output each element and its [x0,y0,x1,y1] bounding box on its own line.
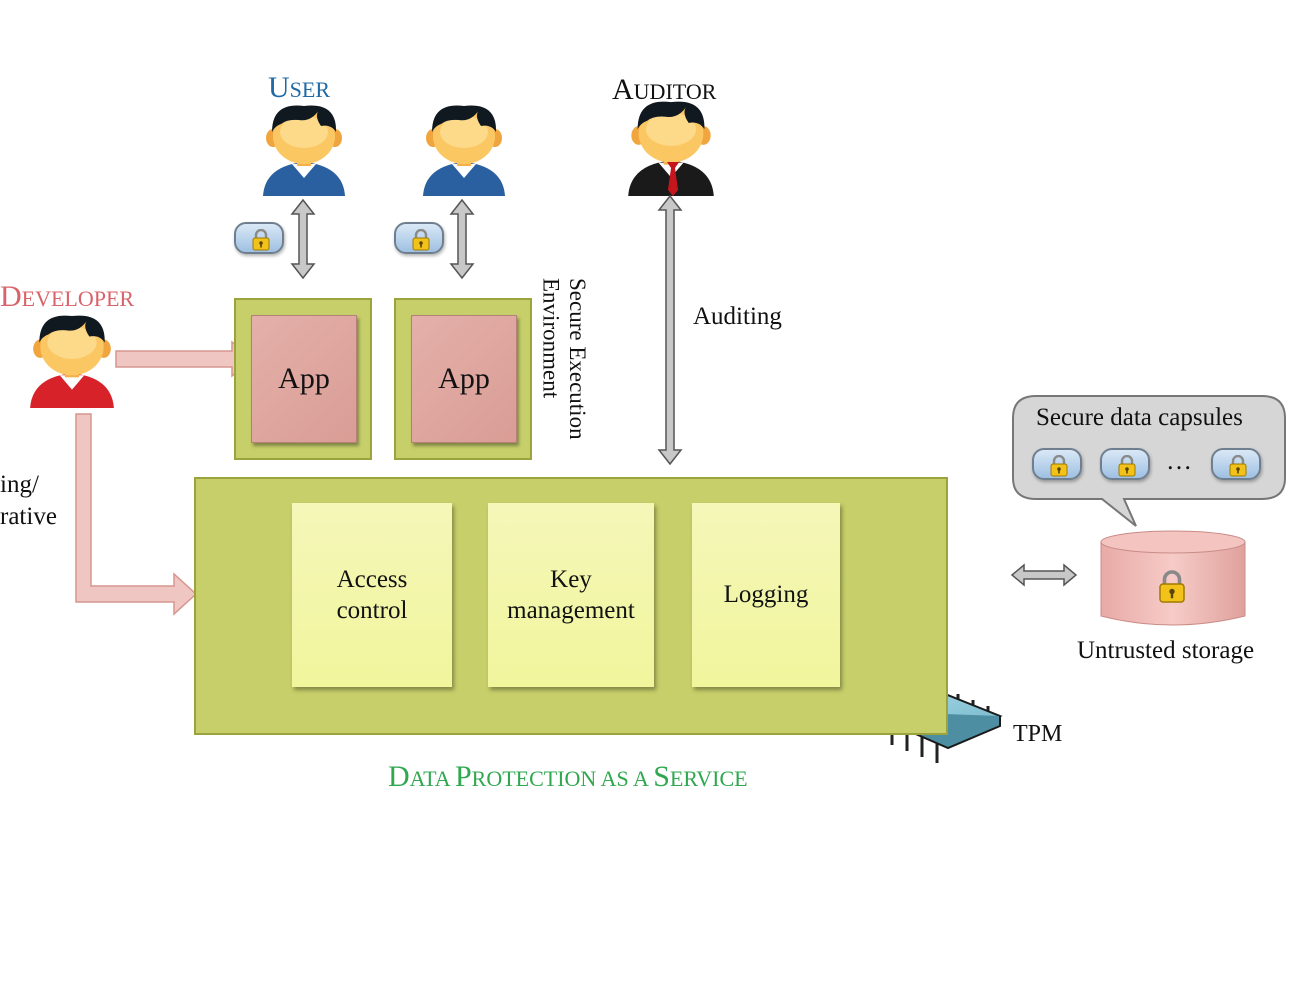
developer-person-icon [30,315,114,408]
untrusted-storage-label: Untrusted storage [1077,637,1255,664]
user-lock-capsule-1 [234,222,284,254]
secure-enclave-box-1: App [234,298,372,460]
auditing-arrow [657,194,683,466]
app-box-1: App [251,315,357,443]
lock-icon [1117,455,1137,477]
lock-icon [251,229,271,251]
secure-enclave-box-2: App [394,298,532,460]
developer-side-label-2: rative [0,503,57,530]
storage-cylinder-icon [1100,530,1246,626]
tpm-label: TPM [1013,721,1063,747]
logging-module: Logging [692,503,840,687]
key-management-line-2: management [507,597,635,624]
app-box-2: App [411,315,517,443]
secure-execution-environment-label: Secure Execution Environment [537,278,590,440]
dpaas-platform-box: Access control Key management Logging [194,477,948,735]
user-person-icon-2 [423,105,505,196]
key-management-line-1: Key [550,565,592,593]
capsules-title: Secure data capsules [1036,404,1243,431]
data-capsule-1 [1032,448,1082,480]
secure-env-line-2: Environment [538,278,564,399]
user-app-arrow-2 [449,198,475,280]
app-label-2: App [438,362,490,395]
data-capsule-3 [1211,448,1261,480]
capsules-ellipsis: … [1166,446,1192,475]
dpaas-title: DATA PROTECTION AS A SERVICE [388,760,748,793]
access-control-line-1: Access [336,565,408,593]
developer-side-label-1: ing/ [0,471,39,498]
auditing-label: Auditing [693,303,782,330]
lock-icon [411,229,431,251]
key-management-module: Key management [488,503,654,687]
auditor-person-icon [628,101,714,196]
user-app-arrow-1 [290,198,316,280]
user-role-label: USER [268,71,331,104]
auditor-role-label: AUDITOR [612,73,717,106]
storage-arrow [1010,563,1078,587]
data-capsule-2 [1100,448,1150,480]
user-person-icon-1 [263,105,345,196]
logging-label: Logging [723,581,809,609]
access-control-line-2: control [336,597,408,624]
access-control-module: Access control [292,503,452,687]
lock-icon [1228,455,1248,477]
app-label-1: App [278,362,330,395]
lock-icon [1049,455,1069,477]
developer-dpaas-arrow [75,413,198,616]
user-lock-capsule-2 [394,222,444,254]
developer-role-label: DEVELOPER [0,280,135,313]
secure-env-line-1: Secure Execution [564,278,590,440]
